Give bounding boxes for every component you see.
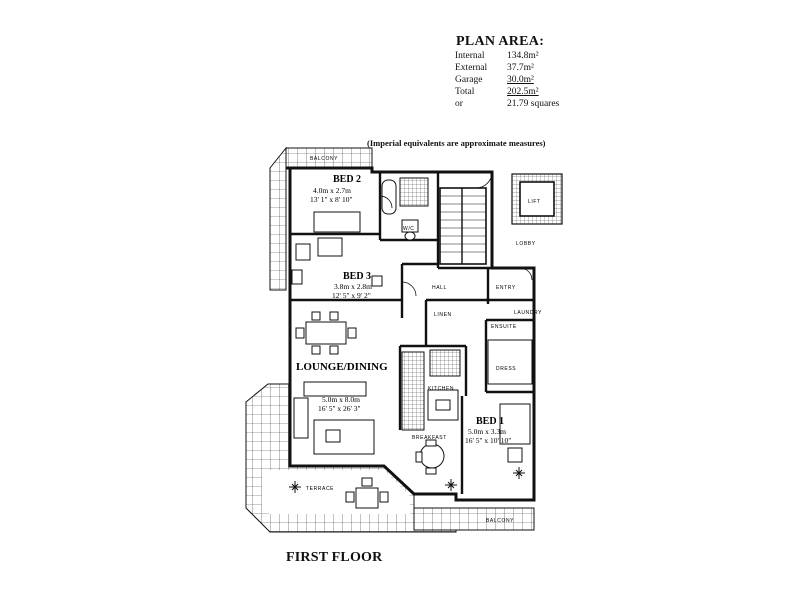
terrace-table (345, 477, 389, 509)
plan-area-row-squares: or 21.79 squares (455, 98, 577, 110)
lobby-label: LOBBY (516, 241, 536, 247)
plan-area-label: External (455, 63, 488, 73)
laundry-label: LAUNDRY (514, 310, 542, 316)
plan-area-row-total: Total 202.5m² (455, 86, 577, 98)
bed1-imperial: 16' 5" x 10' 10" (465, 436, 511, 445)
bed2-metric: 4.0m x 2.7m (313, 186, 351, 195)
plan-area-row-garage: Garage 30.0m² (455, 74, 577, 86)
lounge-metric: 5.0m x 8.0m (322, 395, 360, 404)
breakfast-label: BREAKFAST (412, 435, 447, 441)
bed3-metric: 3.8m x 2.8m (334, 282, 372, 291)
ensuite-label: ENSUITE (491, 324, 517, 330)
plan-area-title: PLAN AREA: (456, 34, 545, 49)
plan-area-value: 37.7m² (507, 63, 534, 73)
kitchen-label: KITCHEN (428, 386, 454, 392)
imperial-note: (Imperial equivalents are approximate me… (367, 138, 546, 148)
lift-label: LIFT (528, 199, 541, 205)
interior-walls (290, 172, 534, 494)
wc-label: W/C (403, 226, 415, 232)
plan-area-row-external: External 37.7m² (455, 62, 577, 74)
stairwell (439, 187, 487, 265)
kitchen-fixtures (401, 349, 461, 431)
plan-area-label: Garage (455, 75, 483, 85)
lounge-name: LOUNGE/DINING (296, 361, 388, 373)
lounge-imperial: 16' 5" x 26' 3" (318, 404, 361, 413)
dining-set (295, 311, 357, 355)
plan-area-value: 30.0m² (507, 75, 534, 85)
plan-area-value: 202.5m² (507, 87, 539, 97)
plan-area-label: Total (455, 87, 475, 97)
balcony-bottom-tiled (413, 507, 535, 531)
bed3-furniture (291, 269, 383, 287)
lift (511, 173, 563, 225)
bathroom-fixtures (381, 177, 429, 241)
terrace-label: TERRACE (306, 486, 334, 492)
floor-label: FIRST FLOOR (286, 550, 383, 565)
plan-area-label: or (455, 99, 463, 109)
apartment-outline (286, 166, 536, 502)
bed1-name: BED 1 (476, 416, 504, 427)
plan-area-value: 21.79 squares (507, 99, 560, 109)
dress-label: DRESS (496, 366, 516, 372)
lounge-furniture (293, 381, 375, 455)
balcony-bottom-label: BALCONY (486, 518, 514, 524)
bed3-imperial: 12' 5" x 9' 2" (332, 291, 371, 300)
bed1-furniture (487, 339, 533, 463)
hall-label: HALL (432, 285, 447, 291)
door-swings (379, 171, 533, 297)
plan-area-table: Internal 134.8m² External 37.7m² Garage … (455, 50, 577, 110)
plan-area-label: Internal (455, 51, 485, 61)
bed2-name: BED 2 (333, 174, 361, 185)
bed3-name: BED 3 (343, 271, 371, 282)
bed1-metric: 5.0m x 3.3m (468, 427, 506, 436)
plan-area-row-internal: Internal 134.8m² (455, 50, 577, 62)
entry-label: ENTRY (496, 285, 516, 291)
plant-icons (289, 467, 525, 493)
bed2-furniture (295, 211, 361, 261)
balcony-top-label: BALCONY (310, 156, 338, 162)
breakfast-table (415, 439, 445, 475)
balcony-top-side (269, 146, 287, 291)
linen-label: LINEN (434, 312, 452, 318)
plan-area-value: 134.8m² (507, 51, 539, 61)
bed2-imperial: 13' 1" x 8' 10" (310, 195, 353, 204)
